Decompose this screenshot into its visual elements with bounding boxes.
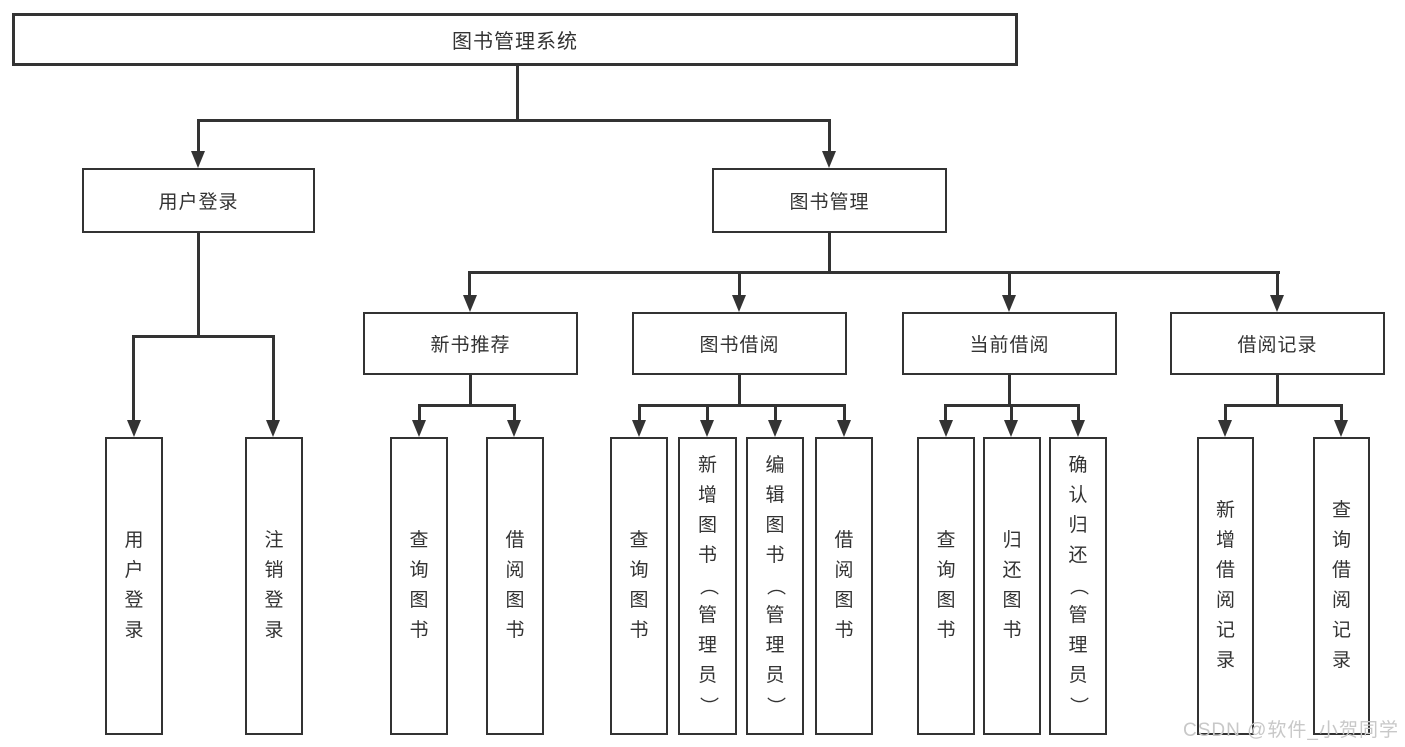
- node-label: 当前借阅: [969, 335, 1050, 356]
- arrow-down-icon: [1334, 420, 1348, 437]
- node-label: 注销登录: [264, 530, 284, 641]
- connector-line: [1276, 375, 1279, 407]
- connector-line: [944, 404, 947, 424]
- arrow-down-icon: [266, 420, 280, 437]
- connector-line: [1224, 404, 1343, 407]
- connector-line: [843, 404, 846, 424]
- leaf-add-borrow-record: 新增借阅记录: [1197, 437, 1254, 735]
- connector-line: [774, 404, 777, 424]
- connector-line: [272, 335, 275, 423]
- arrow-down-icon: [1004, 420, 1018, 437]
- connector-line: [132, 335, 135, 423]
- node-current-borrowing: 当前借阅: [902, 312, 1117, 375]
- connector-line: [738, 271, 741, 299]
- node-user-login-branch: 用户登录: [82, 168, 315, 233]
- node-label: 新书推荐: [430, 335, 511, 356]
- node-borrowing-records: 借阅记录: [1170, 312, 1385, 375]
- node-label: 查询图书: [629, 530, 649, 641]
- connector-line: [1008, 271, 1011, 299]
- node-label: 图书借阅: [699, 335, 780, 356]
- connector-line: [1010, 404, 1013, 424]
- node-label: 用户登录: [124, 530, 144, 641]
- leaf-logout: 注销登录: [245, 437, 303, 735]
- node-label: 借阅图书: [505, 530, 525, 641]
- connector-line: [197, 119, 200, 155]
- connector-line: [1077, 404, 1080, 424]
- arrow-down-icon: [768, 420, 782, 437]
- connector-line: [418, 404, 516, 407]
- connector-line: [468, 271, 1280, 274]
- connector-line: [469, 375, 472, 407]
- arrow-down-icon: [837, 420, 851, 437]
- node-label: 新增图书（管理员）: [697, 455, 719, 716]
- node-label: 借阅记录: [1237, 335, 1318, 356]
- node-book-borrowing: 图书借阅: [632, 312, 847, 375]
- arrow-down-icon: [1218, 420, 1232, 437]
- connector-line: [516, 64, 519, 121]
- node-new-book-recommendation: 新书推荐: [363, 312, 578, 375]
- arrow-down-icon: [1002, 295, 1016, 312]
- connector-line: [1276, 271, 1279, 299]
- connector-line: [738, 375, 741, 407]
- node-label: 用户登录: [158, 192, 239, 213]
- node-label: 图书管理: [789, 192, 870, 213]
- arrow-down-icon: [700, 420, 714, 437]
- leaf-add-books-admin: 新增图书（管理员）: [678, 437, 737, 735]
- leaf-confirm-return-admin: 确认归还（管理员）: [1049, 437, 1107, 735]
- connector-line: [828, 119, 831, 155]
- node-label: 确认归还（管理员）: [1067, 455, 1089, 716]
- connector-line: [197, 233, 200, 337]
- node-label: 借阅图书: [834, 530, 854, 641]
- leaf-edit-books-admin: 编辑图书（管理员）: [746, 437, 804, 735]
- connector-line: [706, 404, 709, 424]
- leaf-query-borrow-record: 查询借阅记录: [1313, 437, 1370, 735]
- connector-line: [638, 404, 641, 424]
- arrow-down-icon: [822, 151, 836, 168]
- csdn-watermark: CSDN @软件_小贺同学: [1183, 720, 1399, 741]
- leaf-user-login: 用户登录: [105, 437, 163, 735]
- node-label: 归还图书: [1002, 530, 1022, 641]
- arrow-down-icon: [127, 420, 141, 437]
- arrow-down-icon: [507, 420, 521, 437]
- leaf-query-books-recommend: 查询图书: [390, 437, 448, 735]
- arrow-down-icon: [1270, 295, 1284, 312]
- node-book-management-branch: 图书管理: [712, 168, 947, 233]
- connector-line: [1008, 375, 1011, 407]
- leaf-query-books-current: 查询图书: [917, 437, 975, 735]
- arrow-down-icon: [1071, 420, 1085, 437]
- node-label: 查询图书: [936, 530, 956, 641]
- connector-line: [468, 271, 471, 299]
- connector-line: [418, 404, 421, 424]
- leaf-borrow-books-borrowing: 借阅图书: [815, 437, 873, 735]
- connector-line: [513, 404, 516, 424]
- connector-line: [197, 119, 831, 122]
- arrow-down-icon: [463, 295, 477, 312]
- leaf-return-books: 归还图书: [983, 437, 1041, 735]
- node-library-management-system: 图书管理系统: [12, 13, 1018, 66]
- connector-line: [132, 335, 275, 338]
- arrow-down-icon: [732, 295, 746, 312]
- connector-line: [828, 233, 831, 274]
- node-label: 新增借阅记录: [1215, 500, 1235, 671]
- connector-line: [638, 404, 846, 407]
- leaf-query-books-borrowing: 查询图书: [610, 437, 668, 735]
- node-label: 查询借阅记录: [1331, 500, 1351, 671]
- arrow-down-icon: [191, 151, 205, 168]
- arrow-down-icon: [939, 420, 953, 437]
- arrow-down-icon: [412, 420, 426, 437]
- connector-line: [1340, 404, 1343, 424]
- node-label: 编辑图书（管理员）: [764, 455, 786, 716]
- connector-line: [1224, 404, 1227, 424]
- node-label: 图书管理系统: [452, 31, 578, 53]
- leaf-borrow-books-recommend: 借阅图书: [486, 437, 544, 735]
- arrow-down-icon: [632, 420, 646, 437]
- node-label: 查询图书: [409, 530, 429, 641]
